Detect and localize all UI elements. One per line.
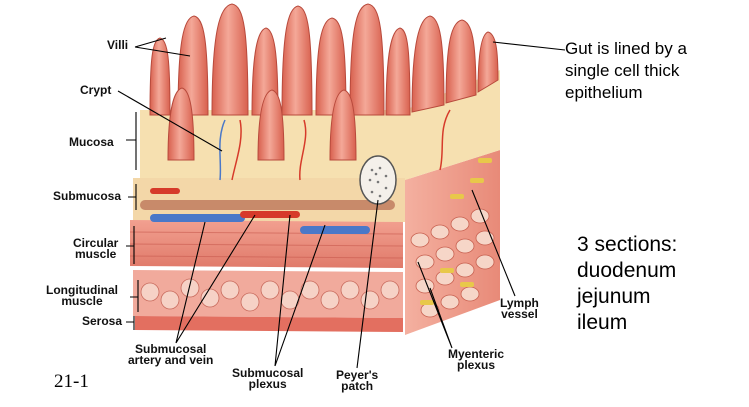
label-submucosal-plexus: Submucosal plexus [232,366,304,391]
serosa-layer [135,316,403,332]
label-myenteric-plexus: Myenteric plexus [448,347,505,372]
section-duodenum: duodenum [577,259,677,282]
longitudinal-muscle-layer [133,270,403,318]
epithelium-note: Gut is lined by a single cell thick epit… [565,39,687,102]
label-lymph-vessel: Lymph vessel [500,296,539,321]
label-mucosa: Mucosa [69,135,114,149]
label-peyers-patch: Peyer's patch [336,368,379,393]
leader-lines [117,37,566,369]
label-serosa: Serosa [82,314,123,328]
sections-title: 3 sections: [577,233,678,256]
label-submucosa: Submucosa [53,189,122,203]
section-jejunum: jejunum [577,285,651,308]
villi [149,3,499,161]
submucosal-vessels [150,188,370,234]
label-villi: Villi [107,38,129,52]
submucosa-layer [133,178,405,222]
peyers-patch [359,155,397,205]
label-circular-muscle: Circular muscle [73,236,119,261]
label-longitudinal-muscle: Longitudinal muscle [46,283,118,308]
slide-number: 21-1 [54,371,89,392]
label-submucosal-artery-vein: Submucosal artery and vein [128,342,214,367]
section-ileum: ileum [577,311,628,334]
label-crypt: Crypt [80,83,112,97]
sections-note: 3 sections: duodenum jejunum ileum [577,232,677,336]
